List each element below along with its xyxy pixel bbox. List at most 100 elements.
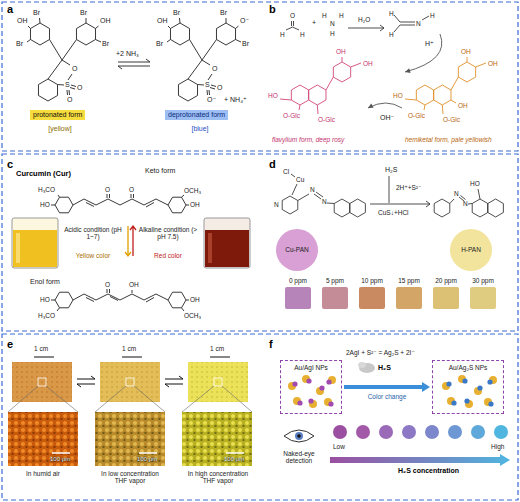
label-text: Cu xyxy=(296,176,304,183)
label-text: [yellow] xyxy=(25,125,95,133)
label-text: H xyxy=(389,10,394,17)
label-text: H₂O xyxy=(358,16,370,23)
node-text: Au/Ag₂S NPs xyxy=(449,364,488,371)
label-text: b xyxy=(269,3,276,16)
label-text: N xyxy=(416,20,421,27)
label-text: Br xyxy=(33,9,40,17)
label-text: N xyxy=(454,190,459,197)
label-text: 1 cm xyxy=(122,345,136,352)
label-text: OH xyxy=(157,17,168,25)
label-text: HO xyxy=(268,92,278,99)
label-text: H xyxy=(389,31,394,38)
label-text: Red color xyxy=(137,252,199,259)
label-text: + xyxy=(312,19,316,27)
label-text: CuS↓+HCl xyxy=(378,209,409,216)
label-text: 100 μm xyxy=(137,456,157,463)
label-text: 100 μm xyxy=(50,456,70,463)
label-text: a xyxy=(7,3,13,16)
label-text: Br xyxy=(102,40,109,48)
label-text: O-Glc xyxy=(283,112,300,119)
label-text: H₂S xyxy=(385,166,397,174)
label-text: 5 ppm xyxy=(320,277,350,284)
node-text: protonated form xyxy=(33,111,82,119)
label-text: OH xyxy=(190,201,200,208)
label-text: hemiketal form, pale yellowish xyxy=(405,136,492,143)
label-text: Br xyxy=(156,40,163,48)
node-text: Au/AgI NPs xyxy=(294,364,328,371)
label-text: N xyxy=(310,186,315,193)
label-text: OH xyxy=(363,60,373,67)
label-text: OH xyxy=(461,48,471,55)
label-text: O-Glc xyxy=(318,116,335,123)
label-text: O⁻ xyxy=(240,17,249,25)
label-text: In low concentration THF vapor xyxy=(95,470,165,485)
label-text: Br xyxy=(173,9,180,17)
label-text: N xyxy=(274,201,279,208)
label-text: O xyxy=(67,96,72,104)
nanoparticle-box: Au/Ag₂S NPs xyxy=(432,360,504,414)
label-text: Br xyxy=(220,9,227,17)
label-text: O xyxy=(105,186,110,193)
label-text: H xyxy=(322,12,327,19)
label-text: O xyxy=(217,84,222,92)
label-text: In high concentration THF vapor xyxy=(182,470,254,485)
label-text: [blue] xyxy=(160,125,240,133)
label-text: H xyxy=(339,12,344,19)
label-text: OCH₃ xyxy=(184,187,201,194)
label-text: Low xyxy=(333,443,345,450)
node-text: Cu-PAN xyxy=(285,246,308,253)
color-circle: H-PAN xyxy=(450,229,492,271)
label-text: In humid air xyxy=(8,470,78,477)
label-text: OH⁻ xyxy=(380,114,394,122)
label-text: 1 cm xyxy=(34,345,48,352)
label-text: 1 cm xyxy=(210,345,224,352)
label-text: High xyxy=(491,443,504,450)
label-text: f xyxy=(269,338,273,351)
label-text: S xyxy=(65,81,70,89)
label-text: O xyxy=(212,65,217,73)
label-text: 100 μm xyxy=(224,456,244,463)
label-text: Acidic condition (pH 1~7) xyxy=(64,226,122,241)
label-text: HO xyxy=(40,201,50,208)
label-text: Keto form xyxy=(145,167,175,175)
label-text: Curcumin (Cur) xyxy=(16,170,71,179)
label-text: Yellow color xyxy=(64,252,122,259)
label-text: S xyxy=(205,81,210,89)
label-text: OCH₃ xyxy=(184,312,201,319)
label-text: Br xyxy=(80,9,87,17)
label-text: Br xyxy=(242,40,249,48)
label-text: 0 ppm xyxy=(283,277,313,284)
label-text: H₂S concentration xyxy=(398,467,459,475)
label-text: O xyxy=(129,186,134,193)
connector-arrow xyxy=(344,382,430,392)
label-text: c xyxy=(7,158,13,171)
label-text: 15 ppm xyxy=(394,277,424,284)
label-text: Naked-eye detection xyxy=(270,450,328,465)
label-text: HO xyxy=(393,92,403,99)
highlight-label: protonated form xyxy=(30,110,85,120)
color-circle: Cu-PAN xyxy=(276,229,318,271)
label-text: O⁻ xyxy=(207,96,216,104)
label-text: Enol form xyxy=(30,278,60,286)
node-text: deprotonated form xyxy=(168,111,225,119)
label-text: H₂S xyxy=(378,364,391,372)
label-text: d xyxy=(269,158,276,171)
label-text: Br xyxy=(16,40,23,48)
label-text: HO xyxy=(40,296,50,303)
label-text: + NH₄⁺ xyxy=(224,96,247,104)
label-text: H₃CO xyxy=(38,312,55,319)
label-text: 30 ppm xyxy=(468,277,498,284)
label-text: flavylium form, deep rosy xyxy=(272,136,344,143)
label-text: H xyxy=(430,12,435,19)
label-text: N xyxy=(330,20,335,27)
label-text: 2H⁺+S²⁻ xyxy=(396,184,421,191)
label-text: 2AgI + S²⁻ = Ag₂S + 2I⁻ xyxy=(346,349,415,356)
label-text: H₃CO xyxy=(38,186,55,193)
label-text: 20 ppm xyxy=(431,277,461,284)
label-text: OH xyxy=(129,281,139,288)
node-text: H-PAN xyxy=(461,246,481,253)
label-text: N xyxy=(322,198,327,205)
label-text: O xyxy=(72,65,77,73)
label-text: OH xyxy=(488,60,498,67)
